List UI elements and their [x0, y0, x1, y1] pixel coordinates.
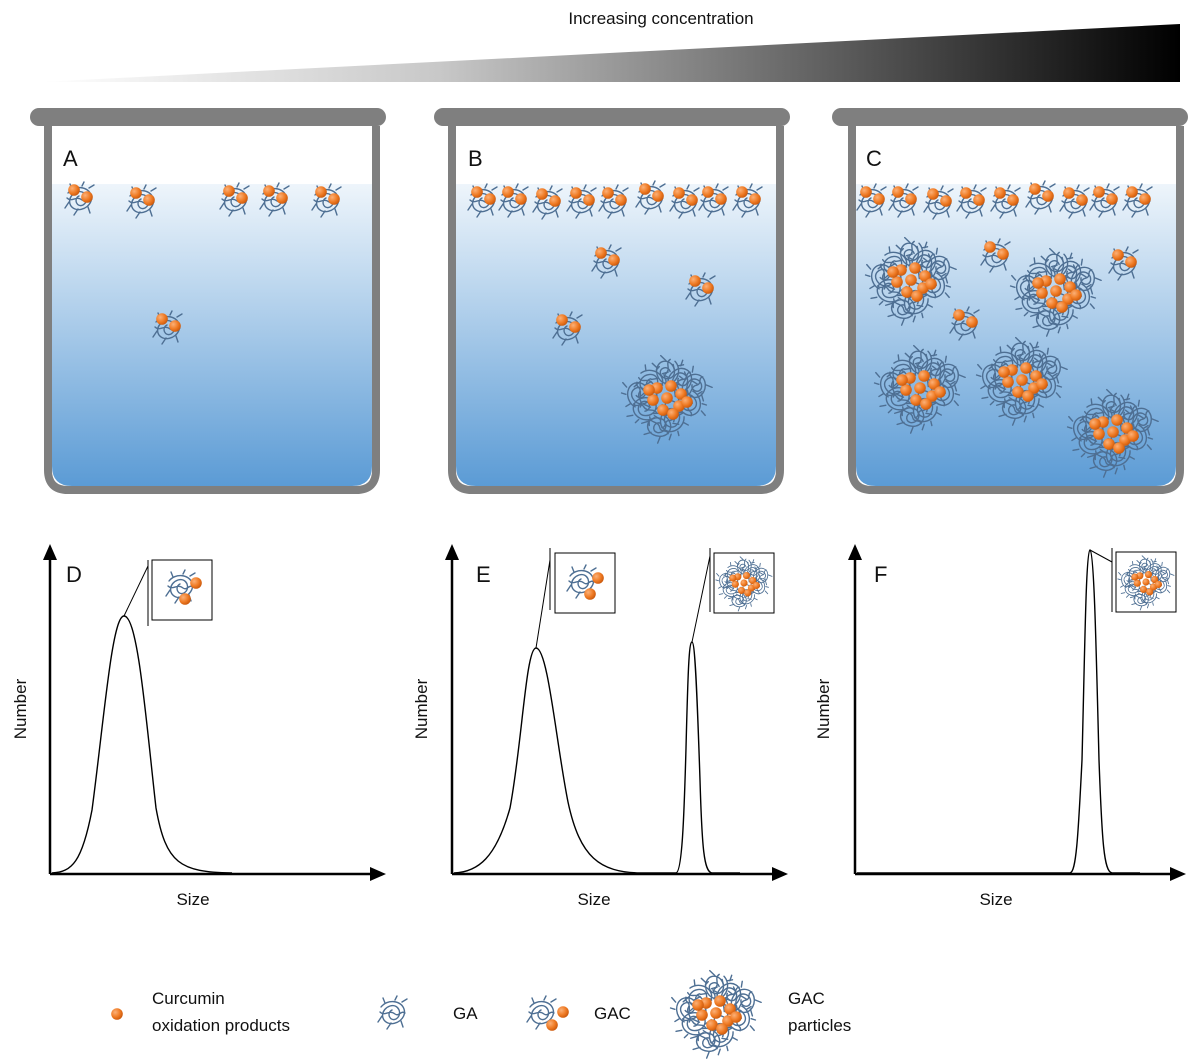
beaker-a-water: [52, 184, 372, 486]
plot-f-y-arrowhead: [848, 544, 862, 560]
plot-f-callout-line: [1089, 549, 1113, 563]
plot-e: E Size Number: [412, 544, 788, 909]
plot-d-callout-line: [123, 565, 149, 617]
beaker-b-wall: [448, 126, 784, 494]
legend-gac-label: GAC: [594, 1004, 631, 1023]
beaker-b-rim: [434, 108, 790, 126]
beaker-a: A: [30, 108, 386, 494]
plot-d-x-arrowhead: [370, 867, 386, 881]
plot-e-distribution-curve: [453, 641, 740, 874]
beaker-c-wall: [848, 126, 1184, 494]
plot-f-label: F: [874, 562, 887, 587]
plot-e-callout-line-1: [535, 559, 551, 649]
plot-e-label: E: [476, 562, 491, 587]
plot-d-ylabel: Number: [11, 678, 30, 739]
beaker-b-water: [456, 184, 776, 486]
legend-ga-icon: [377, 995, 408, 1030]
beaker-a-label: A: [63, 146, 78, 171]
legend-particles-line2: particles: [788, 1016, 851, 1035]
plot-f-distribution-curve: [857, 549, 1140, 874]
legend: Curcumin oxidation products GA GAC GAC p…: [111, 969, 851, 1062]
legend-curcumin-line1: Curcumin: [152, 989, 225, 1008]
plot-d-distribution-curve: [51, 615, 233, 874]
plot-f-x-arrowhead: [1170, 867, 1186, 881]
plot-e-x-arrowhead: [772, 867, 788, 881]
plot-e-xlabel: Size: [577, 890, 610, 909]
plot-f-ylabel: Number: [814, 678, 833, 739]
legend-ga-label: GA: [453, 1004, 478, 1023]
plot-d-label: D: [66, 562, 82, 587]
plot-d-xlabel: Size: [176, 890, 209, 909]
beaker-c-label: C: [866, 146, 882, 171]
header-label: Increasing concentration: [568, 9, 753, 28]
plot-d-inset-box: [151, 559, 213, 621]
beaker-b: B: [434, 108, 790, 494]
legend-gac-particles-icon: [669, 969, 765, 1062]
beaker-a-wall: [44, 126, 380, 494]
plot-d: D Size Number: [11, 544, 386, 909]
plot-f: F Size Number: [814, 544, 1186, 909]
concentration-gradient-wedge: [40, 24, 1180, 82]
beaker-b-label: B: [468, 146, 483, 171]
beaker-c: C: [832, 108, 1188, 494]
plot-f-xlabel: Size: [979, 890, 1012, 909]
plot-d-y-arrowhead: [43, 544, 57, 560]
legend-particles-line1: GAC: [788, 989, 825, 1008]
legend-gac-icon: [526, 995, 569, 1031]
beaker-c-rim: [832, 108, 1188, 126]
plot-e-y-arrowhead: [445, 544, 459, 560]
beaker-a-rim: [30, 108, 386, 126]
legend-curcumin-icon: [111, 1008, 123, 1020]
plot-e-ylabel: Number: [412, 678, 431, 739]
plot-e-callout-line-2: [691, 555, 711, 643]
legend-curcumin-line2: oxidation products: [152, 1016, 290, 1035]
